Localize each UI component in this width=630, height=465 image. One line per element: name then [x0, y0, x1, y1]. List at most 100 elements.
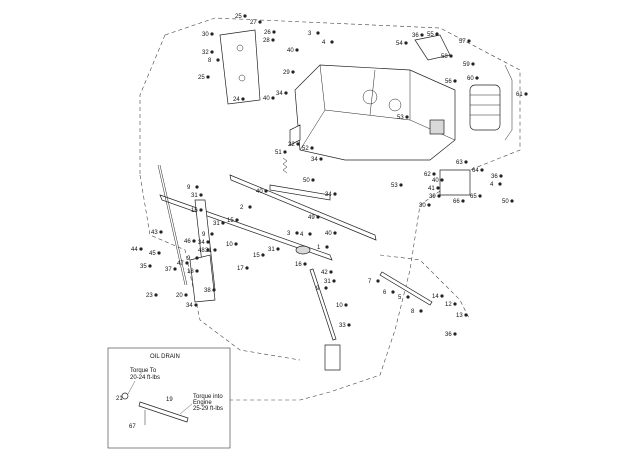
fastener-marker — [261, 253, 265, 257]
fastener-marker — [499, 174, 503, 178]
fastener-marker — [453, 302, 457, 306]
fastener-marker — [419, 309, 423, 313]
assembly-outline — [110, 17, 521, 401]
inset-label-19: 19 — [166, 397, 173, 403]
fastener-marker — [295, 231, 299, 235]
callout-36: 36 — [445, 332, 452, 338]
callout-24: 24 — [233, 97, 240, 103]
fastener-marker — [195, 185, 199, 189]
fastener-marker — [195, 256, 199, 260]
callout-4: 4 — [322, 40, 326, 46]
callout-34: 34 — [198, 240, 205, 246]
fastener-marker — [235, 218, 239, 222]
fastener-marker — [475, 76, 479, 80]
fastener-marker — [332, 279, 336, 283]
fastener-marker — [271, 96, 275, 100]
callout-46: 46 — [184, 239, 191, 245]
fastener-marker — [139, 247, 143, 251]
fastener-marker — [391, 290, 395, 294]
fastener-marker — [234, 242, 238, 246]
fastener-marker — [276, 247, 280, 251]
callout-61: 61 — [516, 92, 523, 98]
callout-4: 4 — [490, 182, 494, 188]
callout-5: 5 — [398, 295, 402, 301]
fastener-marker — [325, 245, 329, 249]
fastener-marker — [427, 203, 431, 207]
callout-59: 59 — [463, 62, 470, 68]
callout-8: 8 — [411, 309, 415, 315]
callout-9: 9 — [316, 286, 320, 292]
chassis-frame — [294, 64, 456, 161]
callout-16: 16 — [295, 262, 302, 268]
callout-8: 8 — [208, 58, 212, 64]
callout-57: 57 — [459, 39, 466, 45]
callout-13: 13 — [456, 313, 463, 319]
fastener-marker — [194, 303, 198, 307]
callout-7: 7 — [368, 279, 372, 285]
callout-40: 40 — [263, 96, 270, 102]
callout-9: 9 — [202, 232, 206, 238]
callout-56: 56 — [445, 79, 452, 85]
callout-44: 44 — [131, 247, 138, 253]
callout-54: 54 — [396, 41, 403, 47]
fastener-marker — [159, 230, 163, 234]
callout-18: 18 — [187, 269, 194, 275]
callout-40: 40 — [287, 48, 294, 54]
fastener-marker — [284, 91, 288, 95]
callout-26: 26 — [264, 30, 271, 36]
callout-1: 1 — [317, 245, 321, 251]
inset-title: OIL DRAIN — [150, 354, 180, 360]
callout-62: 62 — [424, 172, 431, 178]
callout-25: 25 — [235, 14, 242, 20]
fastener-marker — [258, 20, 262, 24]
callout-22: 22 — [288, 142, 295, 148]
fastener-marker — [213, 248, 217, 252]
callout-10: 10 — [226, 242, 233, 248]
fastener-marker — [453, 332, 457, 336]
fastener-marker — [148, 264, 152, 268]
fastener-marker — [243, 14, 247, 18]
fastener-marker — [206, 248, 210, 252]
callout-42: 42 — [321, 270, 328, 276]
fastener-marker — [195, 269, 199, 273]
callout-41: 41 — [428, 186, 435, 192]
callout-34: 34 — [311, 157, 318, 163]
fastener-marker — [478, 194, 482, 198]
callout-3: 3 — [308, 31, 312, 37]
fastener-marker — [206, 75, 210, 79]
torque-note-2-value: 25-29 ft-lbs — [193, 406, 223, 412]
fastener-marker — [271, 38, 275, 42]
fastener-marker — [464, 313, 468, 317]
callout-31: 31 — [324, 279, 331, 285]
fastener-marker — [464, 160, 468, 164]
fastener-marker — [440, 294, 444, 298]
fastener-marker — [453, 79, 457, 83]
inset-label-21: 21 — [116, 396, 123, 402]
fastener-marker — [241, 97, 245, 101]
callout-53: 53 — [391, 183, 398, 189]
fastener-marker — [199, 208, 203, 212]
fastener-marker — [157, 251, 161, 255]
callout-25: 25 — [198, 75, 205, 81]
fastener-marker — [291, 70, 295, 74]
callout-4: 4 — [300, 232, 304, 238]
torque-note-2: Torque into — [193, 394, 223, 400]
fastener-marker — [206, 240, 210, 244]
callout-9: 9 — [187, 256, 191, 262]
callout-28: 28 — [263, 38, 270, 44]
callout-31: 31 — [191, 193, 198, 199]
callout-31: 31 — [213, 221, 220, 227]
fastener-marker — [216, 58, 220, 62]
callout-32: 32 — [202, 50, 209, 56]
callout-34: 34 — [186, 303, 193, 309]
fastener-marker — [303, 262, 307, 266]
callout-45: 45 — [149, 251, 156, 257]
callout-53: 53 — [397, 115, 404, 121]
fastener-marker — [221, 221, 225, 225]
callout-3: 3 — [287, 231, 291, 237]
callout-16: 16 — [191, 208, 198, 214]
fastener-marker — [185, 261, 189, 265]
fastener-marker — [420, 33, 424, 37]
fastener-marker — [461, 199, 465, 203]
oil-drain-inset: OIL DRAIN Torque To 20-24 ft-lbs Torque … — [107, 347, 231, 449]
